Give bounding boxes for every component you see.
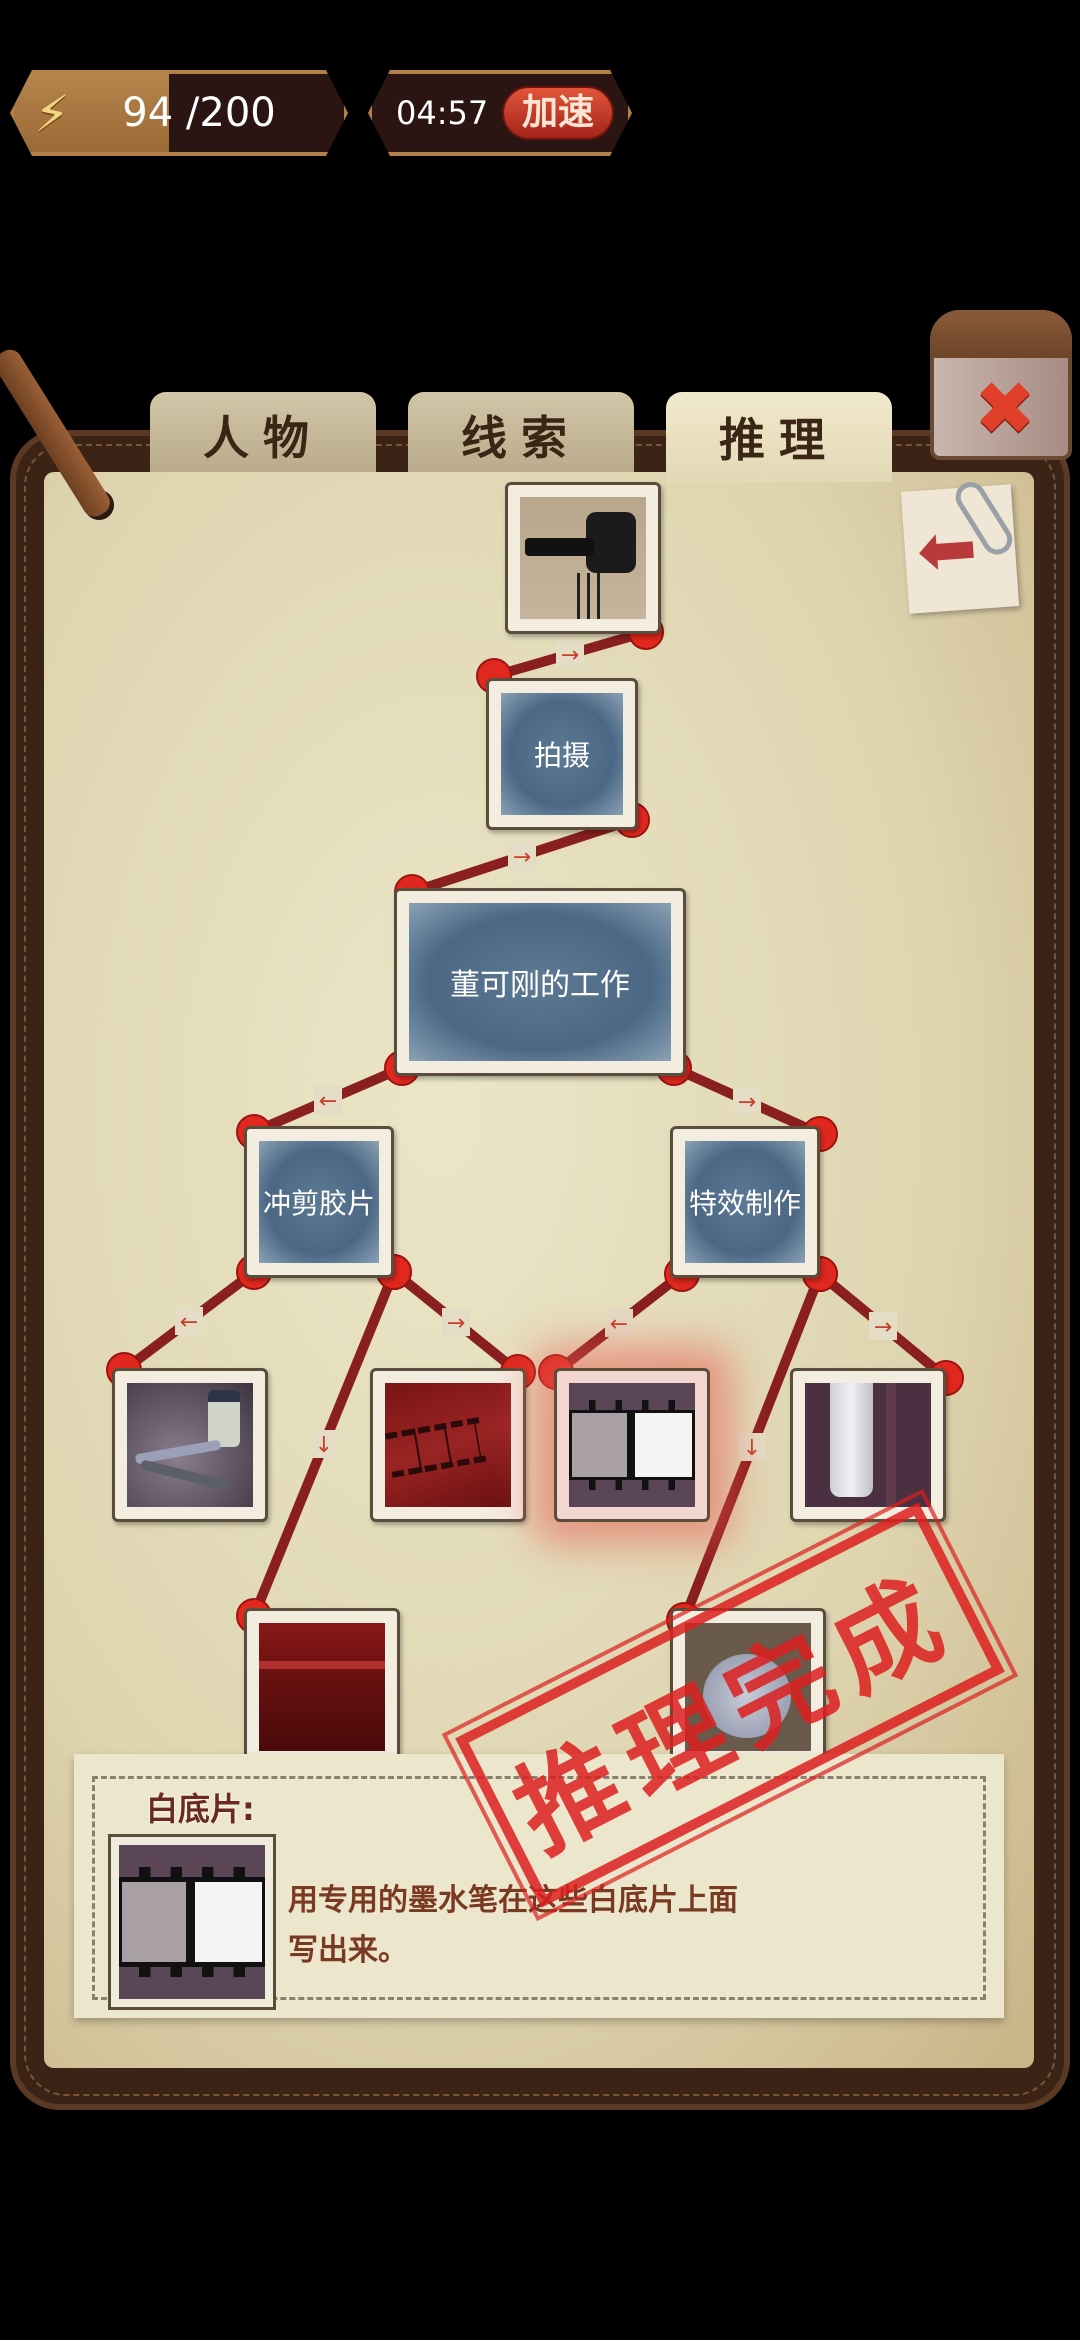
timer-bar: 04:57 加速 — [368, 70, 632, 156]
clue-description-line1: 用专用的墨水笔在这些白底片上面 — [288, 1883, 738, 1918]
timer-text: 04:57 — [396, 94, 489, 132]
clue-title: 白底片: — [146, 1790, 255, 1828]
node-work[interactable]: 董可刚的工作 — [394, 888, 686, 1076]
white-film-photo — [569, 1383, 695, 1507]
leaf-cloth[interactable] — [790, 1368, 946, 1522]
leaf-red-film[interactable] — [370, 1368, 526, 1522]
clue-description: 用专用的墨水笔在这些白底片上面 写出来。 — [288, 1876, 808, 1976]
close-x-icon: ✖ — [974, 366, 1037, 452]
cloth-photo — [805, 1383, 931, 1507]
curtain-photo — [259, 1623, 385, 1751]
energy-count: 94 /200 — [122, 90, 276, 136]
clue-description-line2: 写出来。 — [288, 1933, 408, 1968]
node-special-effects[interactable]: 特效制作 — [670, 1126, 820, 1278]
leaf-white-film[interactable] — [554, 1368, 710, 1522]
leaf-tools[interactable] — [112, 1368, 268, 1522]
node-edit-film[interactable]: 冲剪胶片 — [244, 1126, 394, 1278]
node-label: 拍摄 — [501, 693, 623, 815]
tab-clues[interactable]: 线索 — [408, 392, 634, 478]
lightning-icon: ⚡ — [34, 85, 70, 143]
clue-info-panel: 白底片: 用专用的墨水笔在这些白底片上面 写出来。 — [74, 1754, 1004, 2018]
clue-thumbnail — [108, 1834, 276, 2010]
mirror-photo — [685, 1623, 811, 1751]
node-label: 特效制作 — [685, 1141, 805, 1263]
energy-fill — [14, 74, 170, 152]
leaf-curtain[interactable] — [244, 1608, 400, 1766]
film-camera-photo — [520, 497, 646, 619]
root-photo-node[interactable] — [505, 482, 661, 634]
node-label: 董可刚的工作 — [409, 903, 671, 1061]
speedup-button[interactable]: 加速 — [502, 86, 614, 140]
close-button[interactable]: ✖ — [930, 310, 1072, 460]
tab-characters[interactable]: 人物 — [150, 392, 376, 478]
back-button[interactable]: ⬅ — [900, 476, 1020, 614]
scissors-bottle-photo — [127, 1383, 253, 1507]
node-label: 冲剪胶片 — [259, 1141, 379, 1263]
tab-deduction[interactable]: 推理 — [666, 392, 892, 482]
leaf-mirror[interactable] — [670, 1608, 826, 1766]
red-film-photo — [384, 1383, 511, 1507]
energy-bar: ⚡ 94 /200 — [10, 70, 348, 156]
node-shoot[interactable]: 拍摄 — [486, 678, 638, 830]
